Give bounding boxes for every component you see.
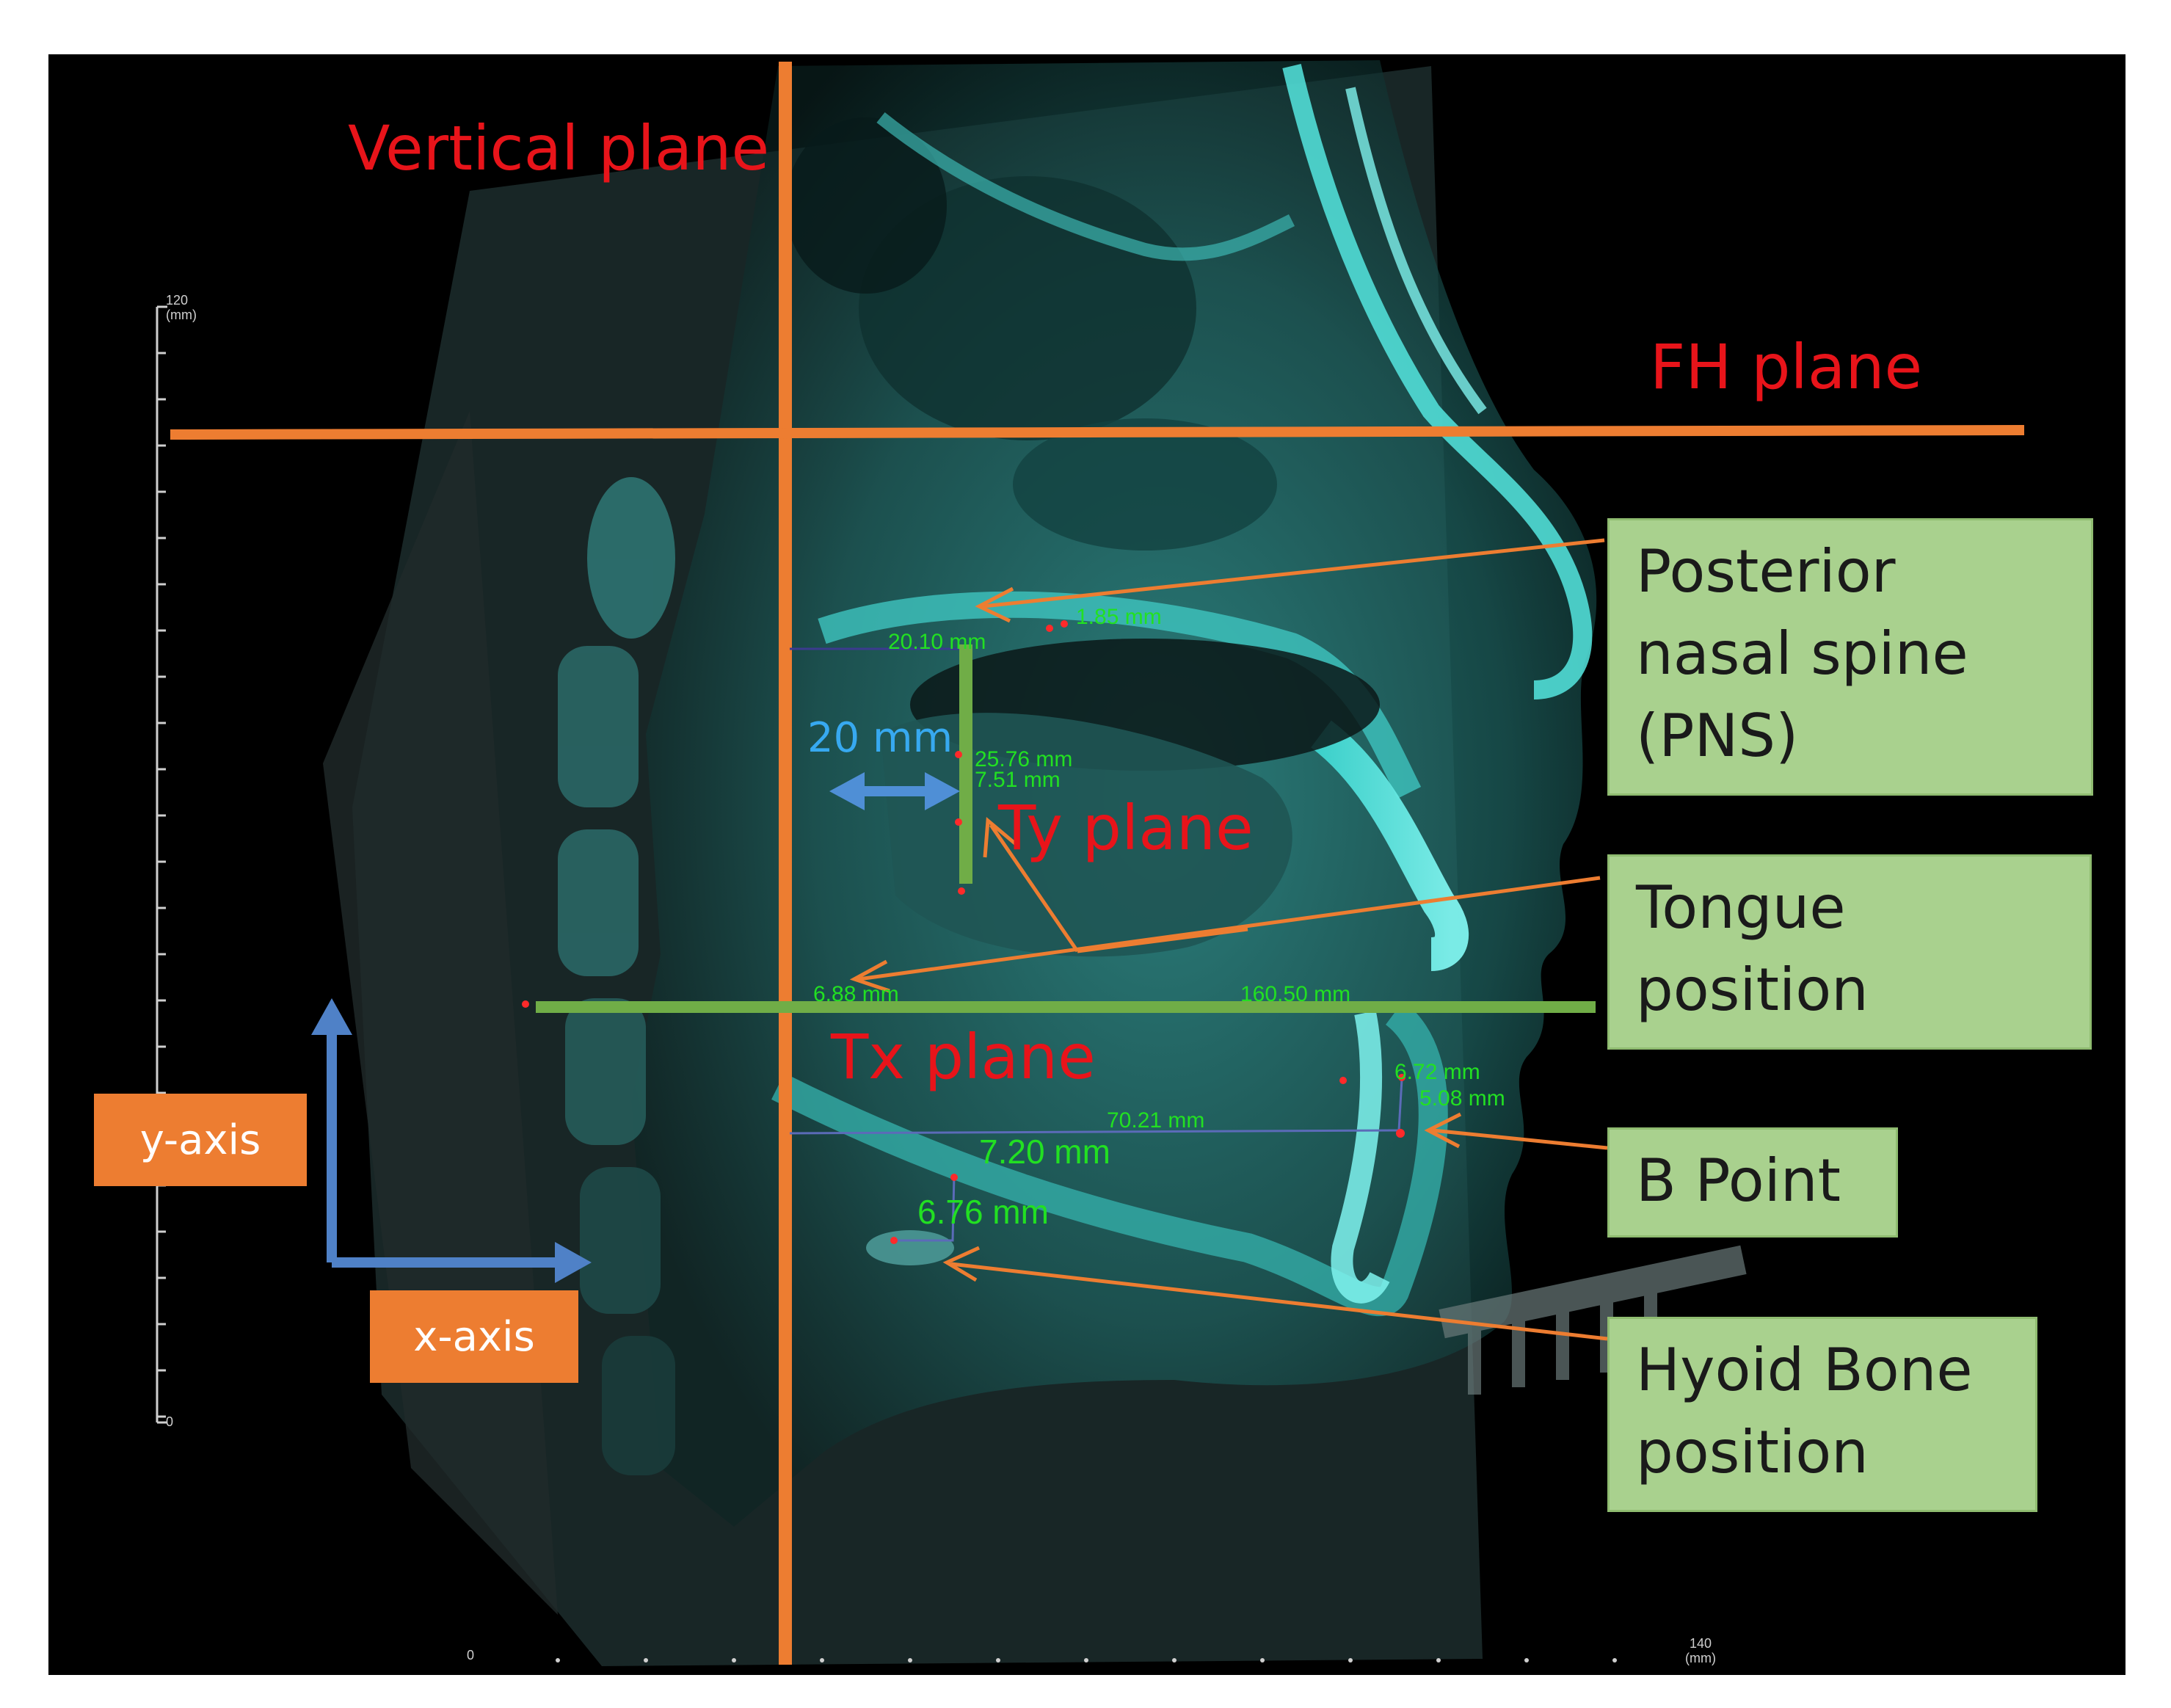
callout-tongue-line-1: Tongue [1636,873,1846,942]
appliance-pins [1439,1245,1747,1395]
fh-plane-line [170,425,2025,440]
callout-arrows [849,538,1608,1341]
y-axis-label: y-axis [94,1094,307,1186]
ty-plane-label: Ty plane [998,792,1254,864]
callout-hyoid: Hyoid Bone position [1607,1317,2037,1512]
scale-dot [908,1658,912,1662]
measurement-5: 6.88 mm [813,982,899,1006]
tx-plane-label: Tx plane [831,1021,1096,1093]
scale-dot [732,1658,736,1662]
callout-b-point-line: B Point [1636,1146,1841,1215]
tongue-body [881,713,1292,957]
measurement-10: 7.20 mm [979,1133,1110,1171]
measurement-2: 20.10 mm [888,630,986,654]
scale-dot [1436,1658,1441,1662]
scale-x-end-value: 140 [1690,1636,1712,1651]
scale-bottom-value: 0 [166,1414,174,1429]
bottom-scale-dots [556,1658,1617,1662]
scale-dot [556,1658,560,1662]
axis-arrows [311,998,592,1283]
scale-x-end-unit: (mm) [1685,1651,1716,1665]
callout-pns-line-2: nasal spine [1636,619,1968,688]
ruler-ticks [157,305,166,1418]
incisors [1310,720,1469,971]
offset-double-arrow [829,772,960,810]
b-point-reference-line [789,1129,1403,1135]
callout-tongue: Tongue position [1607,854,2092,1050]
scale-dot [1260,1658,1265,1662]
hyoid-bone [866,1230,954,1265]
callout-pns-line-1: Posterior [1636,537,1896,606]
scale-top-value: 120 [166,293,189,308]
measurement-9: 70.21 mm [1107,1108,1205,1133]
measurement-8: 5.08 mm [1419,1086,1505,1111]
fh-plane-label: FH plane [1650,331,1923,403]
measurement-4: 7.51 mm [975,768,1061,792]
nose-outline [1282,64,1593,699]
scale-dot [996,1658,1000,1662]
scale-dot [1348,1658,1353,1662]
landmark-points [522,620,1405,1244]
vertical-plane-label: Vertical plane [348,112,770,184]
callout-hyoid-line-2: position [1636,1418,1869,1486]
measurement-1: 1.85 mm [1076,605,1162,629]
scale-dot [1524,1658,1529,1662]
callout-pns-line-3: (PNS) [1636,702,1799,770]
palate [818,591,1422,799]
scale-dot [644,1658,648,1662]
scale-dot [1612,1658,1617,1662]
measurement-11: 6.76 mm [917,1193,1049,1231]
measurement-3: 25.76 mm [975,747,1073,771]
measurement-6: 160.50 mm [1240,982,1351,1006]
offset-label: 20 mm [807,714,953,762]
scale-x-start: 0 [467,1648,475,1662]
x-axis-label: x-axis [370,1290,578,1383]
scale-top-unit: (mm) [166,308,197,322]
measurement-7: 6.72 mm [1394,1060,1480,1084]
callout-b-point: B Point [1607,1127,1898,1238]
callout-hyoid-line-1: Hyoid Bone [1636,1336,1973,1404]
scale-dot [820,1658,824,1662]
lower-incisor [1331,1011,1390,1304]
scale-dot [1172,1658,1177,1662]
callout-pns: Posterior nasal spine (PNS) [1607,518,2093,796]
scale-dot [1084,1658,1088,1662]
cervical-spine [558,477,675,1475]
callout-tongue-line-2: position [1636,956,1869,1024]
